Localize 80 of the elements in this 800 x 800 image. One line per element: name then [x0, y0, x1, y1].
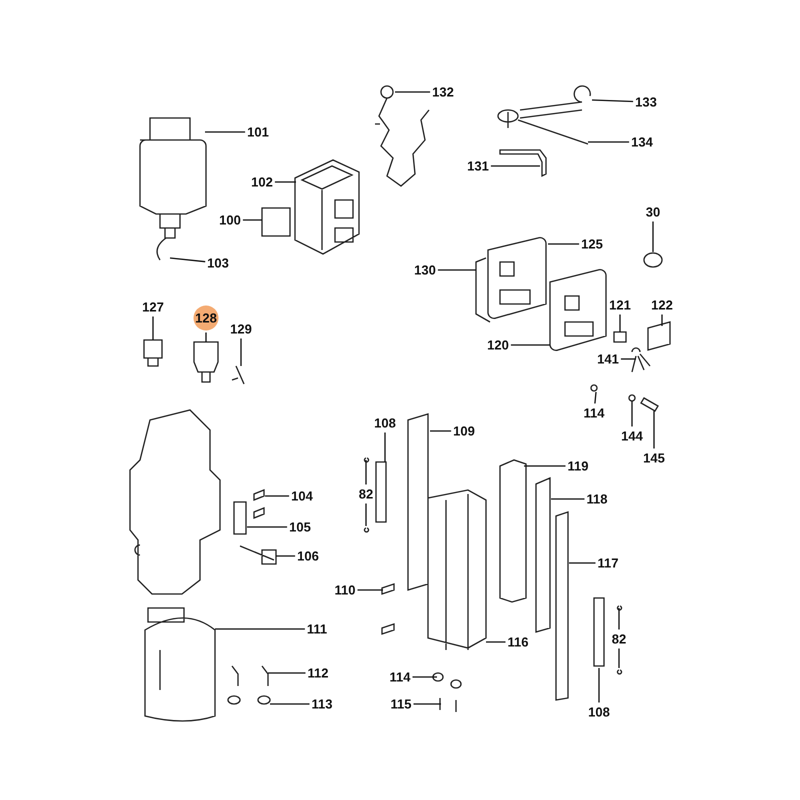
leader-line: [205, 131, 246, 133]
callout-number: 82: [612, 632, 626, 646]
leader-line: [240, 338, 242, 366]
callout-number: 125: [581, 236, 603, 252]
callout-number: 120: [487, 338, 509, 352]
callout-number: 114: [390, 670, 410, 684]
callout-number: 112: [308, 666, 328, 680]
leader-line: [588, 141, 630, 143]
callout-number: 110: [334, 582, 356, 598]
leader-line: [395, 91, 430, 93]
callout-number: 132: [432, 84, 454, 100]
leader-line: [365, 504, 367, 526]
leader-line: [486, 641, 506, 643]
callout-number: 145: [643, 450, 665, 466]
callout-number: 115: [390, 696, 412, 712]
leader-line: [631, 401, 633, 426]
leader-line: [215, 628, 305, 630]
leader-line: [205, 332, 207, 342]
leader-line: [247, 526, 288, 528]
leader-line: [569, 562, 596, 564]
leader-line: [661, 314, 663, 326]
leader-line: [652, 222, 654, 252]
leader-line: [412, 676, 437, 678]
callout-number: 106: [297, 548, 319, 564]
callout-number: 117: [598, 556, 618, 570]
callout-number: 121: [609, 298, 631, 312]
leader-line: [265, 495, 290, 497]
callout-number: 104: [291, 488, 313, 504]
leader-line: [430, 430, 452, 432]
leader-line: [268, 672, 306, 674]
leader-line: [594, 392, 597, 404]
leader-line: [598, 668, 600, 702]
leader-line: [548, 243, 580, 245]
leader-line: [620, 358, 636, 360]
leader-line: [384, 432, 386, 462]
leader-line: [270, 703, 310, 705]
callout-number: 108: [374, 416, 396, 430]
callout-number: 144: [621, 428, 643, 444]
callout-number: 134: [631, 134, 653, 150]
leader-line: [170, 257, 206, 262]
callout-number: 119: [568, 458, 588, 474]
callout-number: 118: [586, 492, 608, 506]
callout-number: 30: [646, 204, 660, 220]
leader-line: [510, 344, 550, 346]
leader-line: [592, 99, 634, 102]
leader-line: [358, 589, 383, 591]
callout-number: 133: [635, 94, 657, 110]
callout-number: 105: [289, 520, 311, 534]
callout-number: 129: [230, 322, 252, 336]
callout-number: 101: [247, 124, 269, 140]
leader-line: [653, 411, 655, 448]
callout-number: 109: [453, 424, 475, 438]
callout-number: 127: [142, 300, 164, 314]
leader-line: [524, 465, 566, 467]
callout-number: 102: [251, 174, 273, 190]
callout-number: 141: [597, 352, 619, 366]
callout-number: 108: [588, 704, 610, 720]
leader-line: [276, 555, 296, 557]
callout-number: 111: [306, 622, 328, 636]
leader-line: [242, 219, 262, 221]
leader-line: [365, 460, 367, 484]
callout-number: 100: [219, 212, 241, 228]
callout-number: 82: [358, 486, 374, 502]
leader-line: [618, 608, 620, 630]
callout-number: 131: [467, 158, 489, 174]
leader-line: [414, 703, 441, 705]
callout-number: 114: [584, 406, 604, 420]
leader-line: [551, 498, 584, 500]
leader-line: [438, 269, 476, 271]
callout-number: 128: [194, 306, 218, 330]
leader-line: [619, 314, 621, 332]
callout-number: 130: [414, 262, 436, 278]
callout-number: 103: [207, 256, 229, 270]
callout-number: 122: [651, 298, 673, 312]
leader-line: [274, 181, 296, 183]
leader-line: [152, 316, 154, 340]
callout-number: 113: [312, 696, 332, 712]
leader-line: [618, 648, 620, 668]
callout-number: 116: [508, 634, 528, 650]
leader-line: [490, 165, 540, 167]
